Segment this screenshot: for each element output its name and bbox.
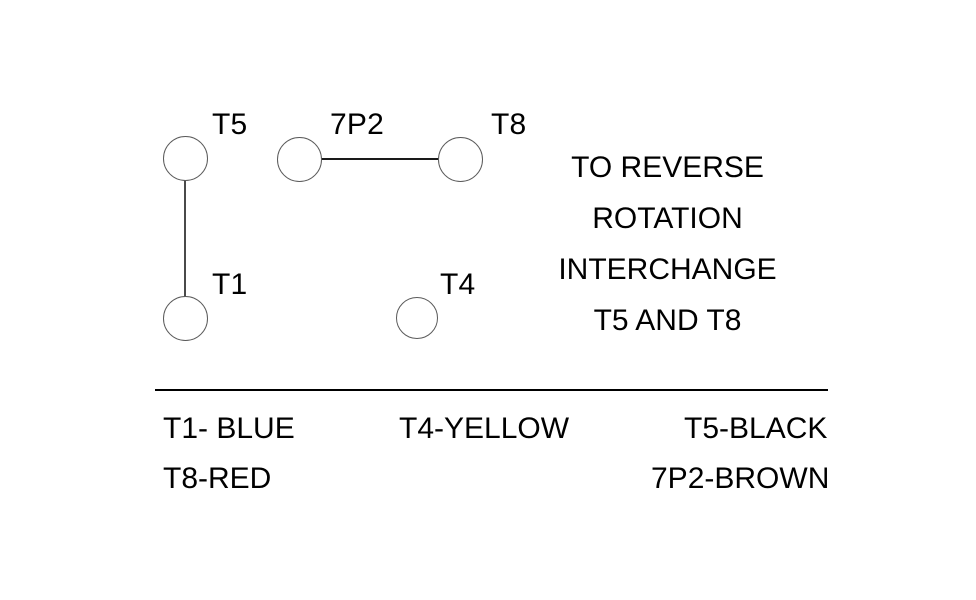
terminal-node-t8[interactable] (438, 137, 483, 182)
terminal-label-t4: T4 (440, 268, 476, 301)
instruction-line-4: T5 AND T8 (593, 304, 742, 337)
wire-t5-to-t1 (184, 179, 186, 298)
wire-7p2-to-t8 (321, 158, 439, 160)
instruction-note: TO REVERSE ROTATION INTERCHANGE T5 AND T… (520, 142, 815, 346)
legend-item-7p2: 7P2-BROWN (651, 462, 830, 495)
instruction-line-2: ROTATION (592, 202, 743, 235)
legend-item-t1: T1- BLUE (163, 412, 295, 445)
terminal-label-7p2: 7P2 (330, 108, 384, 141)
terminal-label-t5: T5 (212, 108, 248, 141)
legend-item-t8: T8-RED (163, 462, 272, 495)
terminal-node-t1[interactable] (163, 296, 208, 341)
terminal-label-t1: T1 (212, 268, 248, 301)
terminal-node-t5[interactable] (163, 136, 208, 181)
terminal-label-t8: T8 (491, 108, 527, 141)
legend-divider (155, 389, 828, 391)
legend-item-t5: T5-BLACK (684, 412, 828, 445)
instruction-line-3: INTERCHANGE (558, 253, 777, 286)
instruction-line-1: TO REVERSE (571, 151, 764, 184)
legend-item-t4: T4-YELLOW (399, 412, 570, 445)
wire-color-legend: T1- BLUE T8-RED T4-YELLOW T5-BLACK 7P2-B… (0, 414, 976, 524)
terminal-node-t4[interactable] (396, 297, 438, 339)
terminal-node-7p2[interactable] (277, 137, 322, 182)
